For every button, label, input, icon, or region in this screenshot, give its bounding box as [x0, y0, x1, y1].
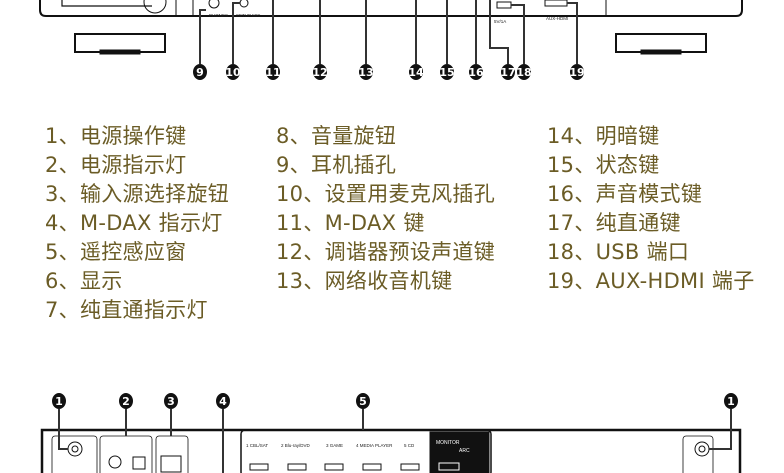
hdmi-in-1-label: 1 CBL/SAT	[246, 443, 268, 448]
legend-item: 19、AUX-HDMI 端子	[547, 269, 755, 293]
legend-item: 12、调谐器预设声道键	[276, 240, 496, 264]
legend-item: 4、M-DAX 指示灯	[45, 211, 223, 235]
callout-marker	[52, 393, 66, 409]
callout-number: 10	[225, 66, 241, 79]
legend-item: 11、M-DAX 键	[276, 211, 425, 235]
callout-marker	[216, 393, 230, 409]
callout-marker	[517, 64, 531, 80]
callout-marker	[119, 393, 133, 409]
callout-marker	[356, 393, 370, 409]
callout-number: 1	[55, 395, 63, 408]
legend-item: 3、输入源选择旋钮	[45, 182, 230, 206]
callout-number: 19	[569, 66, 584, 79]
legend-item: 15、状态键	[547, 153, 660, 177]
callout-number: 12	[312, 66, 327, 79]
legend-item: 7、纯直通指示灯	[45, 298, 208, 322]
callout-number: 3	[167, 395, 175, 408]
callout-number: 14	[408, 66, 424, 79]
hdmi-in-5-label: 5 CD	[404, 443, 415, 448]
legend-item: 1、电源操作键	[45, 124, 187, 148]
legend-item: 5、遥控感应窗	[45, 240, 187, 264]
callout-number: 5	[359, 395, 367, 408]
callout-number: 2	[122, 395, 130, 408]
callout-marker	[164, 393, 178, 409]
legend-column-1: 1、电源操作键 2、电源指示灯 3、输入源选择旋钮 4、M-DAX 指示灯 5、…	[45, 122, 229, 325]
legend-item: 17、纯直通键	[547, 211, 681, 235]
rear-panel	[40, 428, 742, 473]
callout-marker	[193, 64, 207, 80]
callout-number: 17	[500, 66, 515, 79]
callout-marker	[359, 64, 373, 80]
callout-number: 16	[468, 66, 484, 79]
legend-item: 16、声音模式键	[547, 182, 703, 206]
callout-marker	[226, 64, 240, 80]
legend-column-3: 14、明暗键 15、状态键 16、声音模式键 17、纯直通键 18、USB 端口…	[547, 122, 755, 296]
rear-leader-lines	[58, 409, 732, 473]
callout-number: 13	[358, 66, 373, 79]
callout-number: 11	[265, 66, 280, 79]
callout-number: 4	[219, 395, 227, 408]
callout-marker	[266, 64, 280, 80]
callout-marker	[409, 64, 423, 80]
legend-item: 10、设置用麦克风插孔	[276, 182, 496, 206]
arc-label: ARC	[459, 448, 470, 454]
aux-label: AUX-HDMI	[546, 16, 568, 21]
legend-item: 6、显示	[45, 269, 123, 293]
legend-item: 18、USB 端口	[547, 240, 690, 264]
callout-marker	[469, 64, 483, 80]
callout-number: 15	[439, 66, 454, 79]
callout-marker	[570, 64, 584, 80]
legend-item: 8、音量旋钮	[276, 124, 397, 148]
hdmi-in-2-label: 2 Blu-ray/DVD	[281, 443, 311, 448]
hdmi-in-4-label: 4 MEDIA PLAYER	[356, 443, 393, 448]
callout-marker	[724, 393, 738, 409]
legend-item: 13、网络收音机键	[276, 269, 453, 293]
callout-number: 9	[196, 66, 204, 79]
legend-item: 9、耳机插孔	[276, 153, 397, 177]
legend-column-2: 8、音量旋钮 9、耳机插孔 10、设置用麦克风插孔 11、M-DAX 键 12、…	[276, 122, 495, 296]
phones-label: PHONES	[209, 13, 228, 18]
usb-label: 5V/1A	[494, 19, 506, 24]
callout-marker	[313, 64, 327, 80]
callout-marker	[501, 64, 515, 80]
legend-item: 2、电源指示灯	[45, 153, 187, 177]
callout-number: 18	[516, 66, 531, 79]
callout-marker	[440, 64, 454, 80]
callout-number: 1	[727, 395, 735, 408]
monitor-label: MONITOR	[436, 440, 460, 446]
hdmi-in-3-label: 3 GAME	[326, 443, 343, 448]
setup-mic-label: SETUP MIC	[236, 13, 261, 18]
front-leader-lines	[199, 0, 578, 64]
legend-item: 14、明暗键	[547, 124, 660, 148]
front-panel	[39, 0, 743, 55]
